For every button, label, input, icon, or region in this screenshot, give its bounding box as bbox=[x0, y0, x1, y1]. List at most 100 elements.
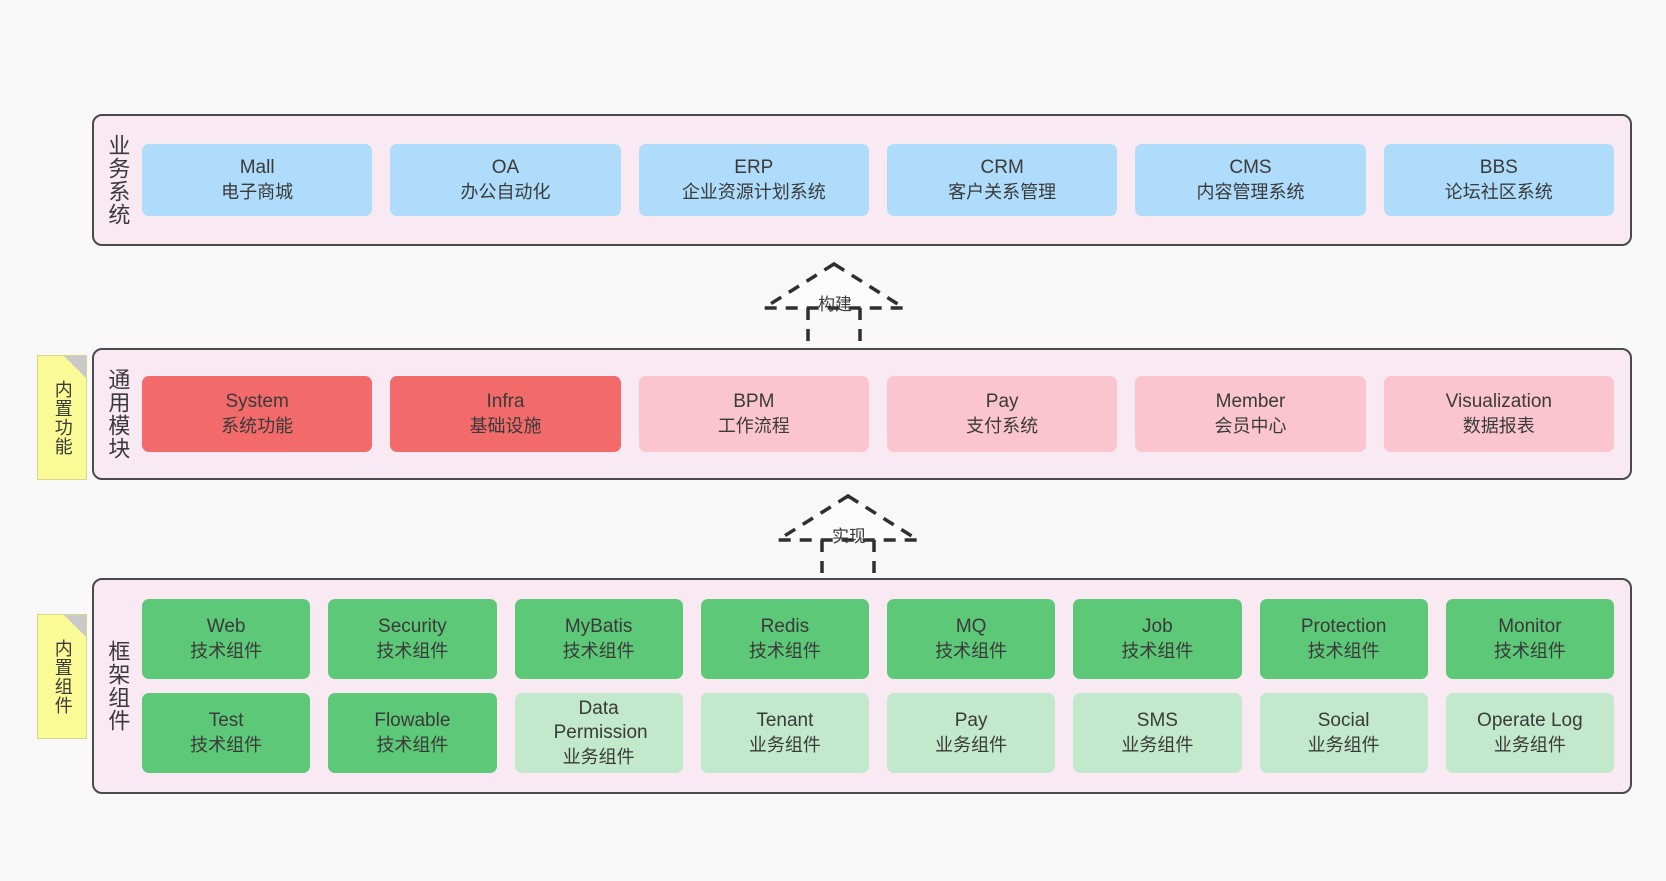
card-subtitle: 技术组件 bbox=[748, 640, 821, 661]
module-card-pay[interactable]: Pay 支付系统 bbox=[886, 376, 1118, 452]
card-row: Test 技术组件 Flowable 技术组件 Data Permission … bbox=[142, 693, 1614, 773]
card-subtitle: 客户关系管理 bbox=[948, 181, 1057, 202]
card-title: BPM bbox=[733, 391, 775, 413]
card-title: Flowable bbox=[374, 710, 451, 732]
page-fold-icon bbox=[64, 615, 86, 637]
card-title: Infra bbox=[486, 391, 525, 413]
module-card-data-permission[interactable]: Data Permission 业务组件 bbox=[514, 693, 683, 773]
module-card-test[interactable]: Test 技术组件 bbox=[142, 693, 311, 773]
module-card-erp[interactable]: ERP 企业资源计划系统 bbox=[638, 144, 869, 216]
card-title: MQ bbox=[955, 616, 987, 638]
card-subtitle: 数据报表 bbox=[1462, 415, 1535, 436]
module-card-job[interactable]: Job 技术组件 bbox=[1073, 599, 1242, 679]
card-title: Tenant bbox=[756, 710, 814, 732]
module-card-redis[interactable]: Redis 技术组件 bbox=[700, 599, 869, 679]
card-subtitle: 技术组件 bbox=[1493, 640, 1566, 661]
module-card-pay-business[interactable]: Pay 业务组件 bbox=[887, 693, 1056, 773]
card-subtitle: 技术组件 bbox=[190, 734, 263, 755]
card-subtitle: 论坛社区系统 bbox=[1444, 181, 1553, 202]
card-subtitle: 技术组件 bbox=[1307, 640, 1380, 661]
layer-body-business-system: Mall 电子商城 OA 办公自动化 ERP 企业资源计划系统 CRM 客户关系… bbox=[140, 116, 1630, 244]
card-title: BBS bbox=[1479, 157, 1518, 179]
sticky-note-builtin-component[interactable]: 内置组件 bbox=[37, 614, 87, 739]
card-title: Operate Log bbox=[1477, 710, 1583, 732]
card-title: OA bbox=[491, 157, 520, 179]
connector-build: 构建 bbox=[758, 258, 910, 350]
layer-title-common-module: 通用模块 bbox=[105, 368, 131, 460]
layer-title-framework-component: 框架组件 bbox=[105, 640, 131, 732]
generalization-arrow-icon bbox=[772, 493, 924, 582]
card-subtitle: 技术组件 bbox=[1121, 640, 1194, 661]
card-subtitle: 业务组件 bbox=[1307, 734, 1380, 755]
card-subtitle: 工作流程 bbox=[717, 415, 790, 436]
module-card-web[interactable]: Web 技术组件 bbox=[142, 599, 311, 679]
module-card-mybatis[interactable]: MyBatis 技术组件 bbox=[514, 599, 683, 679]
module-card-infra[interactable]: Infra 基础设施 bbox=[390, 376, 621, 452]
card-subtitle: 内容管理系统 bbox=[1196, 181, 1305, 202]
module-card-visualization[interactable]: Visualization 数据报表 bbox=[1383, 376, 1614, 452]
card-subtitle: 基础设施 bbox=[469, 415, 542, 436]
card-subtitle: 企业资源计划系统 bbox=[681, 181, 826, 202]
card-subtitle: 业务组件 bbox=[935, 734, 1008, 755]
card-subtitle: 业务组件 bbox=[562, 746, 635, 767]
module-card-mall[interactable]: Mall 电子商城 bbox=[142, 144, 373, 216]
card-title: Security bbox=[378, 616, 447, 638]
page-fold-icon bbox=[64, 356, 86, 378]
connector-label-build: 构建 bbox=[818, 295, 852, 314]
card-title: CMS bbox=[1229, 157, 1272, 179]
module-card-operate-log[interactable]: Operate Log 业务组件 bbox=[1445, 693, 1614, 773]
card-row: System 系统功能 Infra 基础设施 BPM 工作流程 Pay 支付系统… bbox=[142, 376, 1614, 452]
card-subtitle: 支付系统 bbox=[966, 415, 1039, 436]
card-subtitle: 技术组件 bbox=[935, 640, 1008, 661]
card-title: Test bbox=[208, 710, 244, 732]
card-subtitle: 系统功能 bbox=[221, 415, 294, 436]
module-card-oa[interactable]: OA 办公自动化 bbox=[390, 144, 621, 216]
module-card-tenant[interactable]: Tenant 业务组件 bbox=[700, 693, 869, 773]
module-card-security[interactable]: Security 技术组件 bbox=[328, 599, 497, 679]
module-card-bpm[interactable]: BPM 工作流程 bbox=[638, 376, 869, 452]
module-card-member[interactable]: Member 会员中心 bbox=[1135, 376, 1366, 452]
layer-framework-component[interactable]: 框架组件 Web 技术组件 Security 技术组件 MyBatis 技术组件… bbox=[92, 578, 1632, 794]
module-card-protection[interactable]: Protection 技术组件 bbox=[1259, 599, 1428, 679]
connector-implement: 实现 bbox=[772, 490, 924, 582]
card-title: Redis bbox=[760, 616, 810, 638]
module-card-system[interactable]: System 系统功能 bbox=[142, 376, 373, 452]
card-title: Pay bbox=[985, 391, 1019, 413]
module-card-cms[interactable]: CMS 内容管理系统 bbox=[1135, 144, 1366, 216]
card-subtitle: 技术组件 bbox=[562, 640, 635, 661]
card-title: Social bbox=[1317, 710, 1370, 732]
module-card-crm[interactable]: CRM 客户关系管理 bbox=[886, 144, 1118, 216]
layer-business-system[interactable]: 业务系统 Mall 电子商城 OA 办公自动化 ERP 企业资源计划系统 CRM… bbox=[92, 114, 1632, 246]
card-subtitle: 技术组件 bbox=[376, 734, 449, 755]
card-title: Visualization bbox=[1445, 391, 1552, 413]
module-card-bbs[interactable]: BBS 论坛社区系统 bbox=[1383, 144, 1614, 216]
module-card-sms[interactable]: SMS 业务组件 bbox=[1073, 693, 1242, 773]
layer-body-common-module: System 系统功能 Infra 基础设施 BPM 工作流程 Pay 支付系统… bbox=[140, 350, 1630, 478]
card-title: Mall bbox=[239, 157, 275, 179]
layer-title-business-system: 业务系统 bbox=[105, 134, 131, 226]
generalization-arrow-icon bbox=[758, 261, 910, 350]
card-title: Data Permission bbox=[553, 698, 648, 744]
layer-body-framework-component: Web 技术组件 Security 技术组件 MyBatis 技术组件 Redi… bbox=[140, 580, 1630, 792]
card-subtitle: 会员中心 bbox=[1214, 415, 1287, 436]
module-card-flowable[interactable]: Flowable 技术组件 bbox=[328, 693, 497, 773]
card-title: Web bbox=[206, 616, 246, 638]
card-title: Job bbox=[1142, 616, 1173, 638]
card-row: Mall 电子商城 OA 办公自动化 ERP 企业资源计划系统 CRM 客户关系… bbox=[142, 144, 1614, 216]
module-card-monitor[interactable]: Monitor 技术组件 bbox=[1445, 599, 1614, 679]
card-title: CRM bbox=[980, 157, 1024, 179]
sticky-note-label: 内置功能 bbox=[52, 379, 73, 456]
module-card-mq[interactable]: MQ 技术组件 bbox=[887, 599, 1056, 679]
card-title: Monitor bbox=[1498, 616, 1562, 638]
card-row: Web 技术组件 Security 技术组件 MyBatis 技术组件 Redi… bbox=[142, 599, 1614, 679]
module-card-social[interactable]: Social 业务组件 bbox=[1259, 693, 1428, 773]
connector-label-implement: 实现 bbox=[832, 527, 866, 546]
sticky-note-builtin-function[interactable]: 内置功能 bbox=[37, 355, 87, 480]
card-title: System bbox=[225, 391, 289, 413]
card-subtitle: 业务组件 bbox=[1121, 734, 1194, 755]
card-subtitle: 业务组件 bbox=[748, 734, 821, 755]
layer-common-module[interactable]: 通用模块 System 系统功能 Infra 基础设施 BPM 工作流程 Pay… bbox=[92, 348, 1632, 480]
sticky-note-label: 内置组件 bbox=[52, 638, 73, 715]
card-title: Pay bbox=[954, 710, 988, 732]
